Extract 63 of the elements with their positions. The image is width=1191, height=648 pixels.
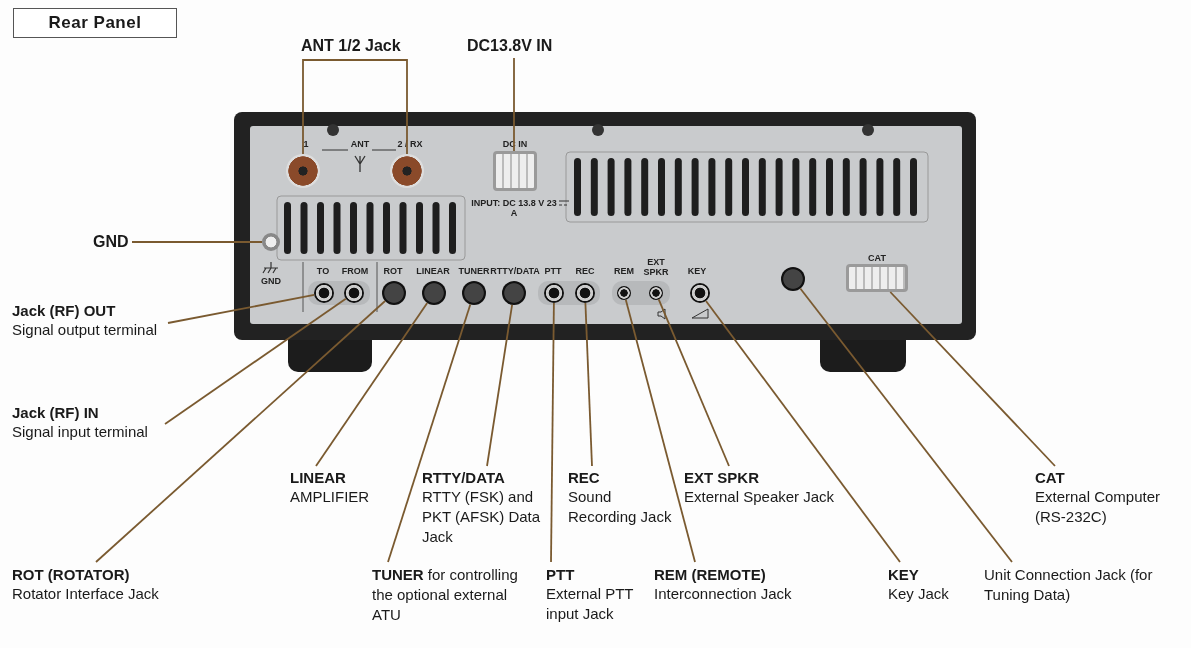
- panel-marking: TUNER: [458, 266, 490, 276]
- leader-line: [584, 302, 593, 467]
- panel-marking: FROM: [341, 266, 369, 276]
- leader-line: [387, 303, 472, 563]
- panel-marking: INPUT: DC 13.8 V 23 A: [470, 198, 558, 218]
- callout-text: Sound Recording Jack: [568, 487, 673, 527]
- callout-heading: LINEAR: [290, 468, 346, 487]
- leader-line: [167, 294, 316, 324]
- leader-line: [486, 304, 513, 467]
- callout-text: Key Jack: [888, 584, 949, 604]
- leader-line: [356, 59, 408, 155]
- callout-heading: DC13.8V IN: [467, 36, 553, 55]
- callout-text: Interconnection Jack: [654, 584, 792, 604]
- panel-marking: TO: [316, 266, 330, 276]
- callout-text: External PTT input Jack: [546, 584, 635, 624]
- panel-marking: ANT: [350, 139, 370, 149]
- callout-heading: ROT (ROTATOR): [12, 565, 130, 584]
- callout-text: Unit Connection Jack (for Tuning Data): [984, 565, 1164, 605]
- leader-line: [624, 298, 696, 563]
- callout-heading: REC: [568, 468, 600, 487]
- callout-heading: Jack (RF) OUT: [12, 301, 116, 320]
- callout-heading: REM (REMOTE): [654, 565, 766, 584]
- panel-marking: ROT: [383, 266, 403, 276]
- callout-heading: CAT: [1035, 468, 1065, 487]
- connector-socket: [846, 264, 908, 292]
- leader-line: [164, 297, 347, 425]
- callout-text: Rotator Interface Jack: [12, 584, 159, 604]
- panel-marking: REM: [614, 266, 634, 276]
- panel-marking: GND: [261, 276, 281, 286]
- leader-line: [131, 241, 263, 243]
- title-box: Rear Panel: [13, 8, 177, 38]
- leader-line: [550, 302, 555, 563]
- panel-marking: RTTY/DATA: [490, 266, 540, 276]
- callout-heading: ANT 1/2 Jack: [301, 36, 401, 55]
- callout-heading: KEY: [888, 565, 919, 584]
- panel-marking: EXT SPKR: [642, 257, 670, 277]
- callout-text: RTTY (FSK) and PKT (AFSK) Data Jack: [422, 487, 542, 547]
- callout-heading: GND: [93, 232, 129, 251]
- callout-heading: Jack (RF) IN: [12, 403, 99, 422]
- leader-line: [889, 291, 1056, 467]
- panel-marking: LINEAR: [416, 266, 450, 276]
- leader-line: [657, 298, 730, 467]
- callout-text: Signal output terminal: [12, 320, 158, 340]
- leader-line: [302, 59, 358, 155]
- panel-marking: 1: [303, 139, 309, 149]
- leader-line: [513, 57, 515, 152]
- leader-line: [315, 302, 429, 467]
- panel-marking: KEY: [687, 266, 707, 276]
- panel-marking: 2 / RX: [397, 139, 423, 149]
- connector-socket: [493, 151, 537, 191]
- callout-text: AMPLIFIER: [290, 487, 371, 507]
- callout-text: TUNER for controlling the optional external ATU: [372, 565, 537, 625]
- callout-text: External Computer (RS-232C): [1035, 487, 1162, 527]
- callout-text: Signal input terminal: [12, 422, 148, 442]
- panel-marking: REC: [575, 266, 595, 276]
- callout-heading: PTT: [546, 565, 575, 584]
- leader-line: [799, 287, 1013, 563]
- panel-marking: PTT: [544, 266, 562, 276]
- callout-text: External Speaker Jack: [684, 487, 836, 507]
- callout-heading: RTTY/DATA: [422, 468, 505, 487]
- callout-heading: EXT SPKR: [684, 468, 759, 487]
- leader-line: [95, 300, 386, 563]
- leader-line: [705, 300, 901, 563]
